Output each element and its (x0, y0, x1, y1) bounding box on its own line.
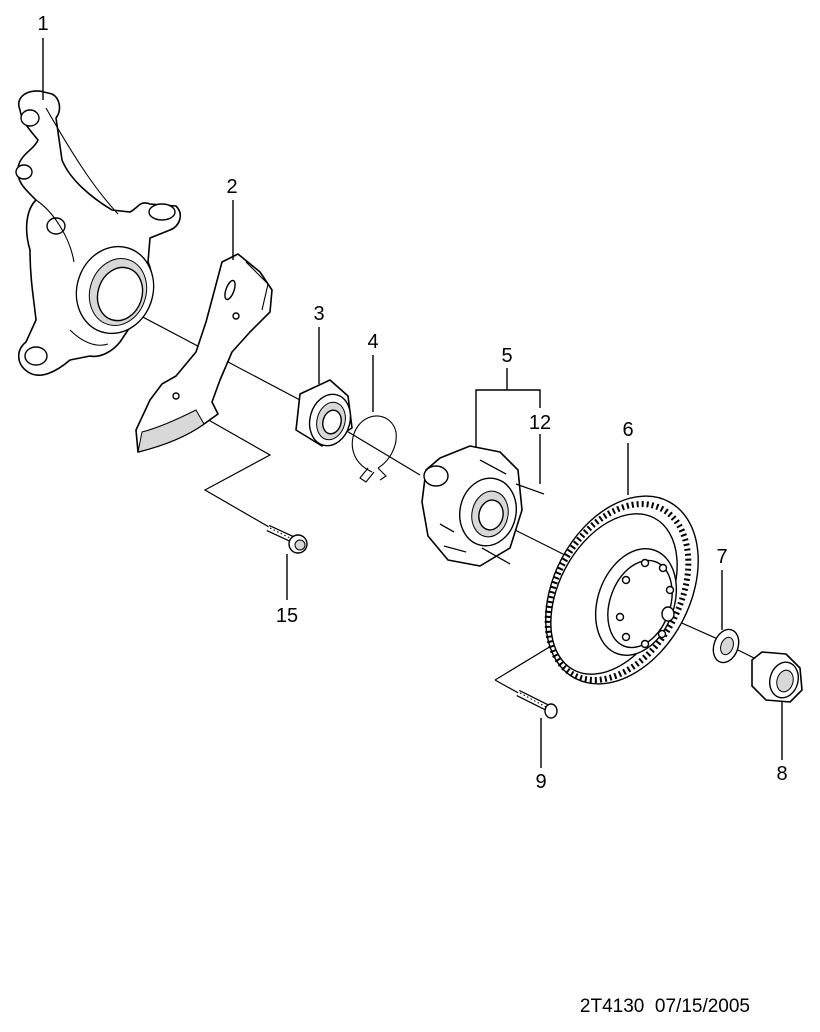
brake-dust-shield (135, 253, 273, 453)
wheel-stud-group (439, 459, 545, 565)
disc-bolt-holes (615, 558, 675, 649)
leader-lines (42, 38, 783, 768)
callout-labels: 1 2 3 4 5 6 7 8 9 12 15 (37, 13, 787, 793)
callout-1: 1 (37, 13, 48, 35)
steering-knuckle (15, 90, 182, 376)
hub-nut (751, 651, 803, 703)
shield-bolt (266, 524, 308, 554)
callout-2: 2 (226, 176, 237, 198)
washer (712, 628, 740, 664)
callout-6: 6 (622, 419, 633, 441)
callout-4: 4 (367, 331, 378, 353)
brake-disc (544, 495, 699, 685)
drawing-reference-footer: 2T4130 07/15/2005 (580, 996, 750, 1017)
callout-7: 7 (716, 546, 727, 568)
callout-8: 8 (776, 763, 787, 785)
callout-12: 12 (529, 412, 551, 434)
callout-5: 5 (501, 345, 512, 367)
wheel-hub (421, 445, 545, 567)
snap-ring (351, 415, 397, 483)
disc-screw (516, 689, 558, 719)
callout-15: 15 (276, 605, 298, 627)
callout-3: 3 (313, 303, 324, 325)
wheel-bearing (295, 379, 353, 447)
callout-9: 9 (535, 771, 546, 793)
